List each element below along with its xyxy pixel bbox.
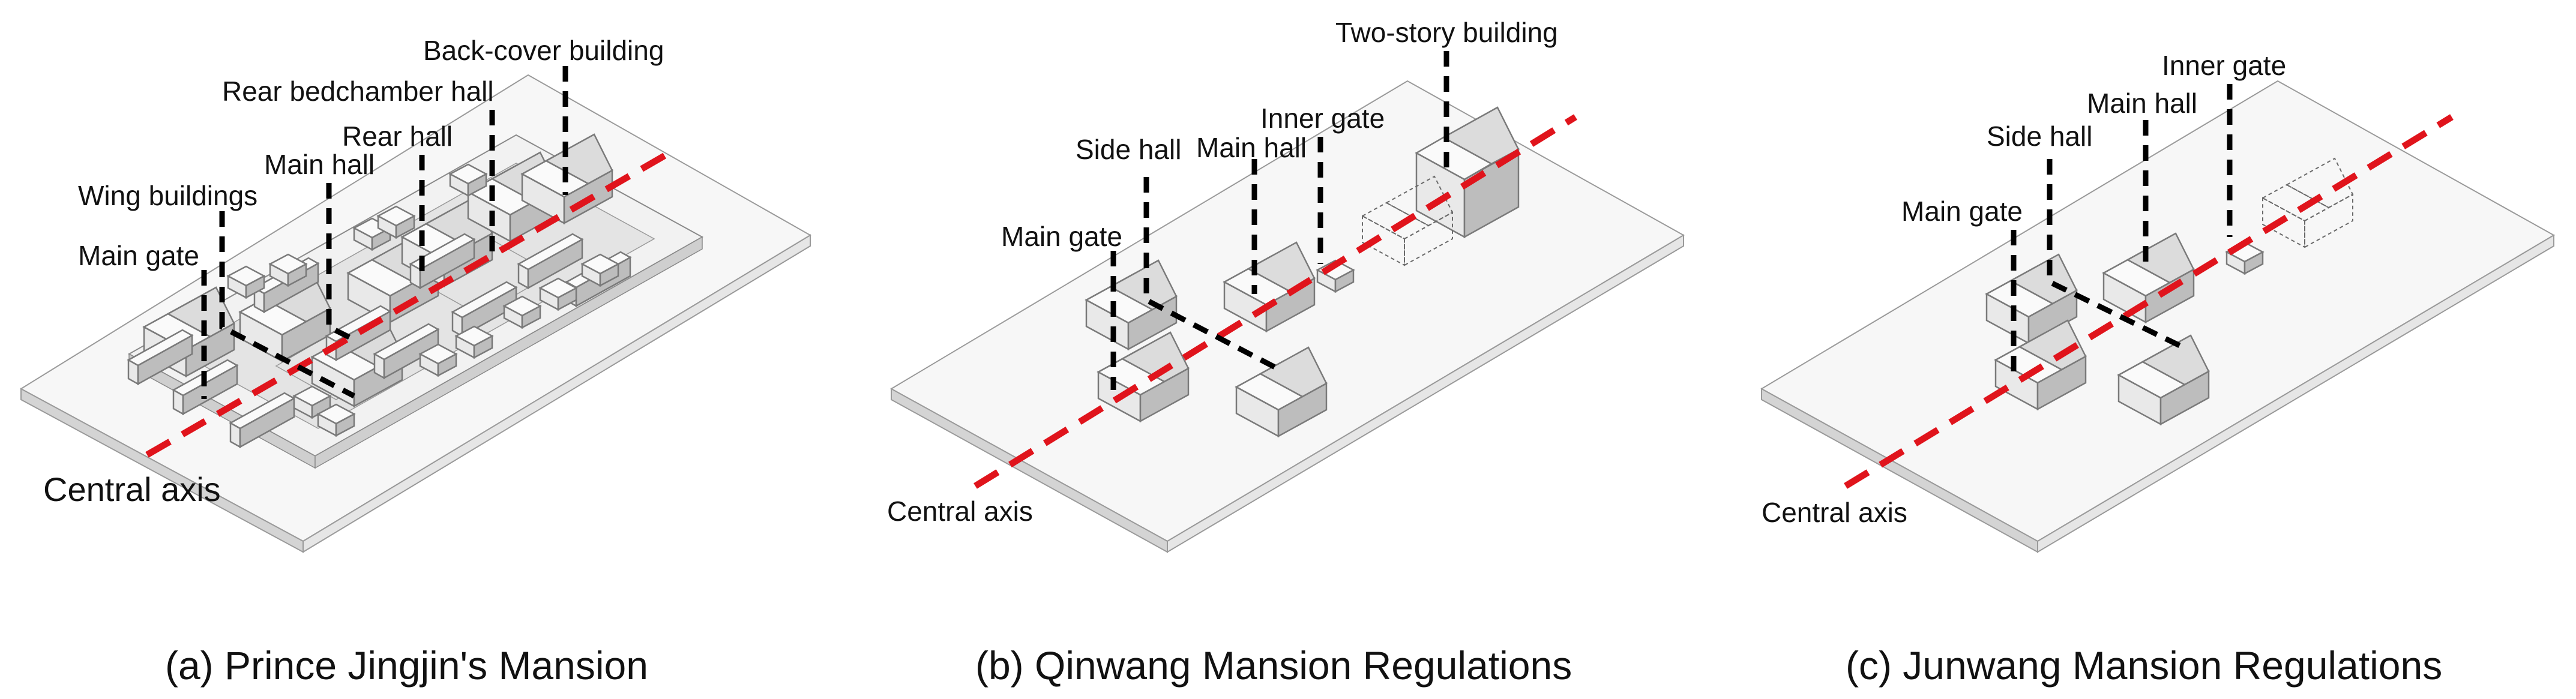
callout-main-hall-c: Main hall bbox=[2087, 88, 2197, 119]
callout-inner-gate: Inner gate bbox=[1260, 103, 1385, 134]
callout-side-hall-c: Side hall bbox=[1987, 121, 2092, 152]
panel-a: Back-cover building Rear bedchamber hall… bbox=[20, 35, 811, 688]
caption-a: (a) Prince Jingjin's Mansion bbox=[165, 643, 648, 688]
callout-rear-bedchamber-hall: Rear bedchamber hall bbox=[222, 76, 494, 107]
leader-main-hall bbox=[326, 183, 355, 342]
callout-main-gate-c: Main gate bbox=[1901, 196, 2023, 227]
callout-wing-buildings: Wing buildings bbox=[78, 180, 257, 211]
leader-wing-buildings bbox=[219, 211, 356, 398]
panel-c: Inner gate Main hall Side hall Main gate… bbox=[1760, 50, 2556, 688]
panel-b: Two-story building Inner gate Side hall … bbox=[887, 17, 1685, 688]
caption-b: (b) Qinwang Mansion Regulations bbox=[975, 643, 1572, 688]
central-axis-line-a bbox=[145, 150, 671, 458]
caption-c: (c) Junwang Mansion Regulations bbox=[1846, 643, 2442, 688]
callout-two-story-building: Two-story building bbox=[1335, 17, 1558, 48]
callout-inner-gate-c: Inner gate bbox=[2162, 50, 2286, 81]
central-axis-label-c: Central axis bbox=[1762, 497, 1907, 528]
callout-rear-hall: Rear hall bbox=[342, 121, 453, 152]
leaders-b bbox=[1110, 51, 1449, 390]
callout-main-gate-b: Main gate bbox=[1001, 221, 1122, 252]
callout-side-hall: Side hall bbox=[1076, 134, 1181, 165]
callout-main-hall-b: Main hall bbox=[1196, 132, 1307, 163]
central-axis-line-b bbox=[974, 114, 1577, 489]
central-axis-line-c bbox=[1844, 114, 2454, 489]
callout-main-hall: Main hall bbox=[264, 149, 375, 180]
central-axis-label-b: Central axis bbox=[887, 496, 1033, 527]
leaders-a bbox=[201, 66, 568, 399]
central-axis-label-a: Central axis bbox=[43, 470, 221, 508]
callout-main-gate: Main gate bbox=[78, 240, 199, 271]
leaders-c bbox=[2011, 84, 2233, 372]
callout-back-cover-building: Back-cover building bbox=[423, 35, 664, 66]
